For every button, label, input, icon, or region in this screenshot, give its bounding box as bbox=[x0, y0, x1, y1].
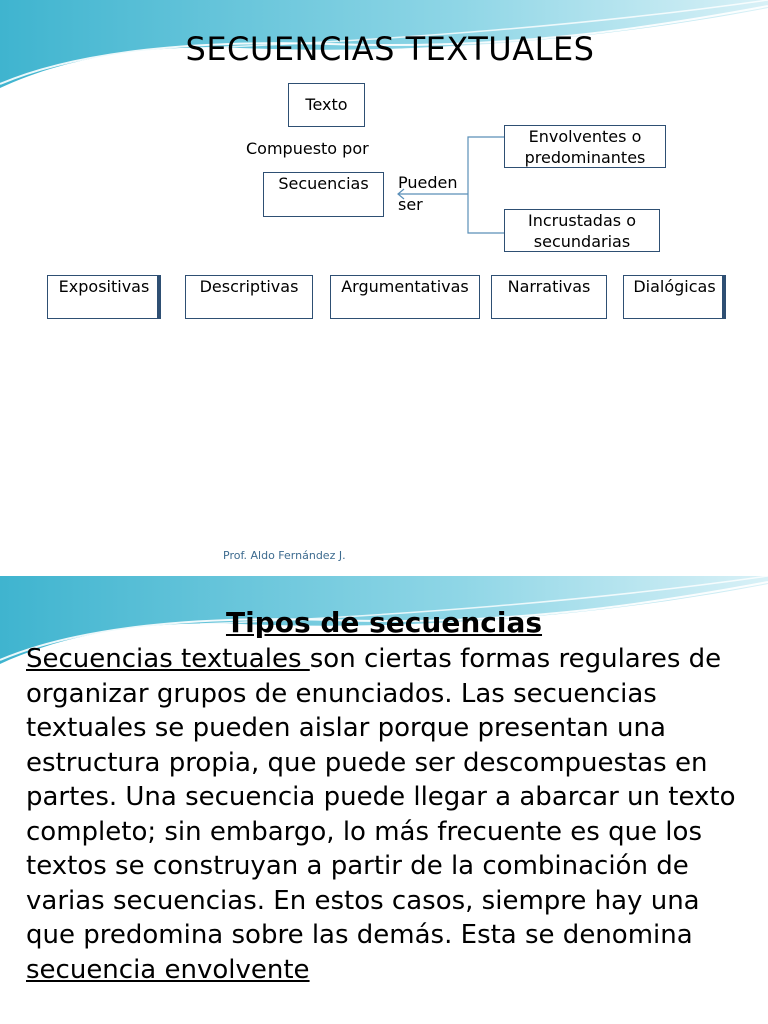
footer-author: Prof. Aldo Fernández J. bbox=[223, 549, 346, 562]
slide-2-title: Tipos de secuencias bbox=[225, 606, 543, 639]
label-pueden-ser: Pueden ser bbox=[398, 173, 458, 214]
term-secuencia-envolvente: secuencia envolvente bbox=[26, 954, 310, 985]
box-incrustadas: Incrustadas o secundarias bbox=[504, 209, 660, 252]
slide-1: SECUENCIAS TEXTUALES Texto Compuesto por… bbox=[0, 0, 768, 562]
header-wave-decoration bbox=[0, 0, 768, 88]
slide-2 bbox=[0, 576, 768, 1024]
slide-2-body: Secuencias textuales son ciertas formas … bbox=[26, 642, 750, 987]
box-envolventes: Envolventes o predominantes bbox=[504, 125, 666, 168]
body-text: son ciertas formas regulares de organiza… bbox=[26, 644, 736, 950]
term-secuencias-textuales: Secuencias textuales bbox=[26, 644, 310, 674]
box-secuencias: Secuencias bbox=[263, 172, 384, 217]
box-texto: Texto bbox=[288, 83, 365, 127]
box-type-narrativas: Narrativas bbox=[491, 275, 607, 319]
box-type-argumentativas: Argumentativas bbox=[330, 275, 480, 319]
slide-title: SECUENCIAS TEXTUALES bbox=[185, 30, 595, 68]
box-type-dialogicas: Dialógicas bbox=[623, 275, 726, 319]
header-wave-decoration-2 bbox=[0, 576, 768, 664]
box-type-descriptivas: Descriptivas bbox=[185, 275, 313, 319]
box-type-expositivas: Expositivas bbox=[47, 275, 161, 319]
connector-lines bbox=[397, 136, 505, 234]
label-compuesto-por: Compuesto por bbox=[246, 139, 369, 158]
